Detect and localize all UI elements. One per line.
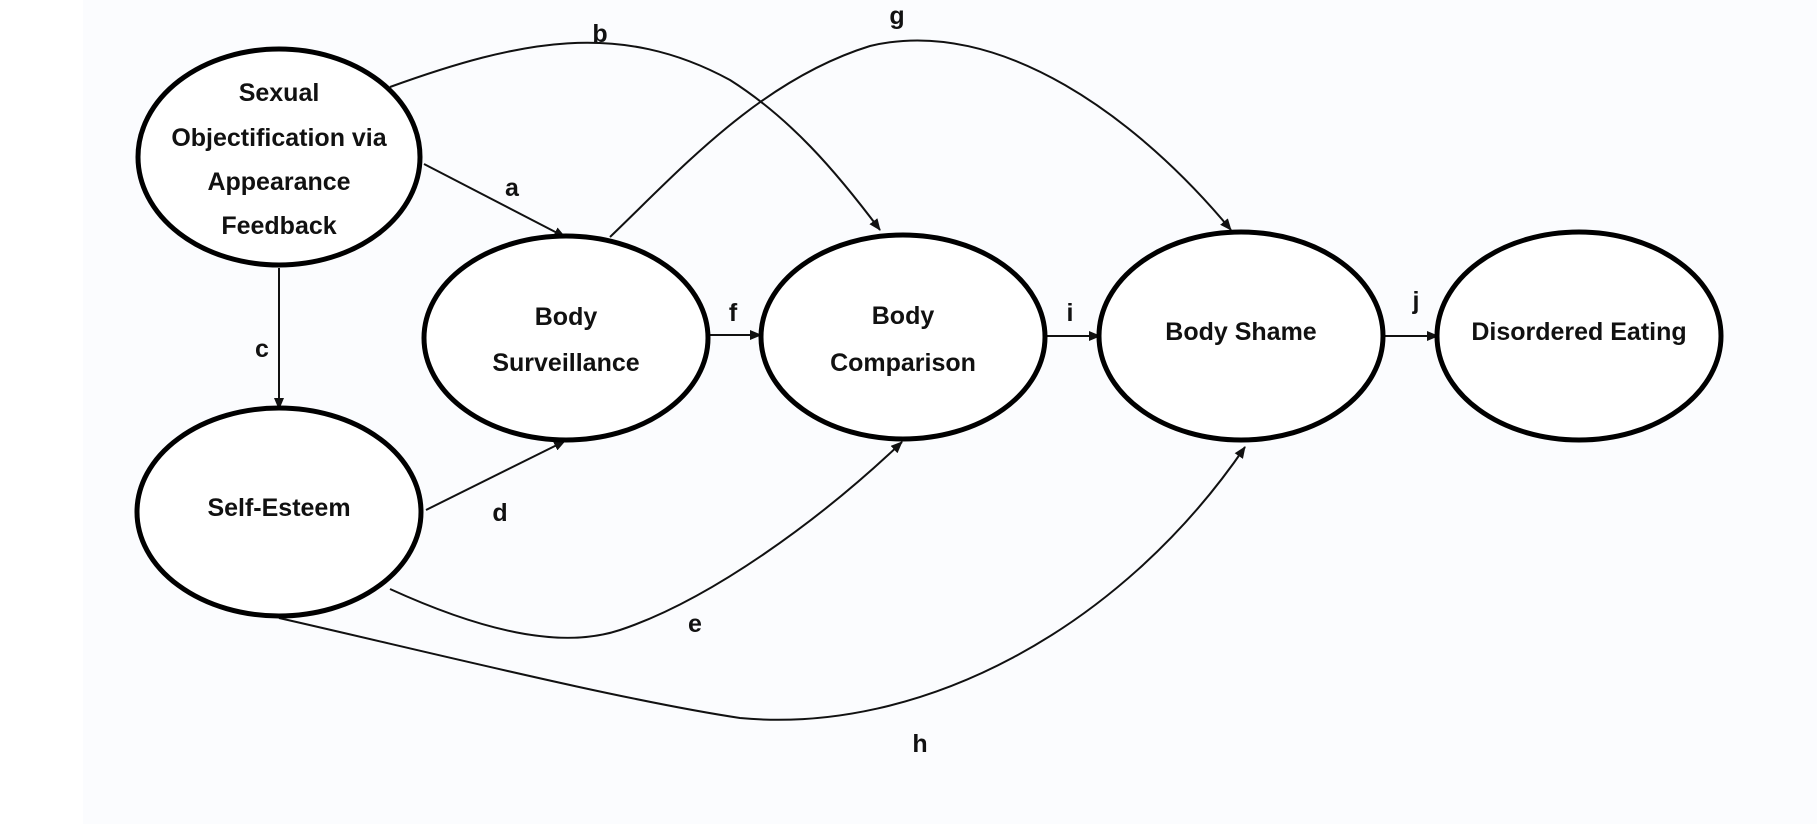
edge-label-d: d [492,499,507,527]
edges-group [274,39,1439,721]
node-body-comparison: Body Comparison [758,232,1048,442]
node-label-sexual-objectification-line-4: Feedback [221,212,336,240]
node-label-body-shame: Body Shame [1165,318,1317,346]
node-label-sexual-objectification-line-1: Sexual [239,79,320,107]
node-body-shame: Body Shame [1096,229,1386,443]
node-shape-body-surveillance [421,233,711,443]
edge-b [389,41,881,231]
edge-label-c: c [255,335,269,363]
edge-label-a: a [505,174,520,202]
node-shape-body-comparison [758,232,1048,442]
edge-g [609,39,1232,238]
edge-h [278,446,1246,721]
edge-label-e: e [688,610,702,638]
edge-e [389,441,903,639]
edge-d [425,440,566,511]
node-shape-disordered-eating [1434,229,1724,443]
node-label-sexual-objectification-line-3: Appearance [207,168,350,196]
node-label-body-surveillance-line-1: Body [535,303,598,331]
node-body-surveillance: Body Surveillance [421,233,711,443]
edge-labels-group: a b c d e f g h i j [255,2,1419,758]
edge-label-f: f [729,299,738,327]
node-label-sexual-objectification-line-2: Objectification via [171,124,387,152]
node-self-esteem: Self-Esteem [134,405,424,619]
edge-label-i: i [1067,299,1074,327]
node-label-self-esteem: Self-Esteem [207,494,350,522]
edge-label-b: b [592,20,607,48]
edge-label-h: h [912,730,927,758]
node-shape-sexual-objectification [135,46,423,268]
node-label-body-comparison-line-2: Comparison [830,349,976,377]
edge-a [423,163,566,238]
node-sexual-objectification: Sexual Objectification via Appearance Fe… [135,46,423,268]
edge-label-j: j [1412,287,1420,315]
node-shape-self-esteem [134,405,424,619]
edge-label-g: g [889,2,904,30]
node-label-disordered-eating: Disordered Eating [1471,318,1686,346]
node-shape-body-shame [1096,229,1386,443]
node-disordered-eating: Disordered Eating [1434,229,1724,443]
node-label-body-surveillance-line-2: Surveillance [492,349,639,377]
node-label-body-comparison-line-1: Body [872,302,935,330]
